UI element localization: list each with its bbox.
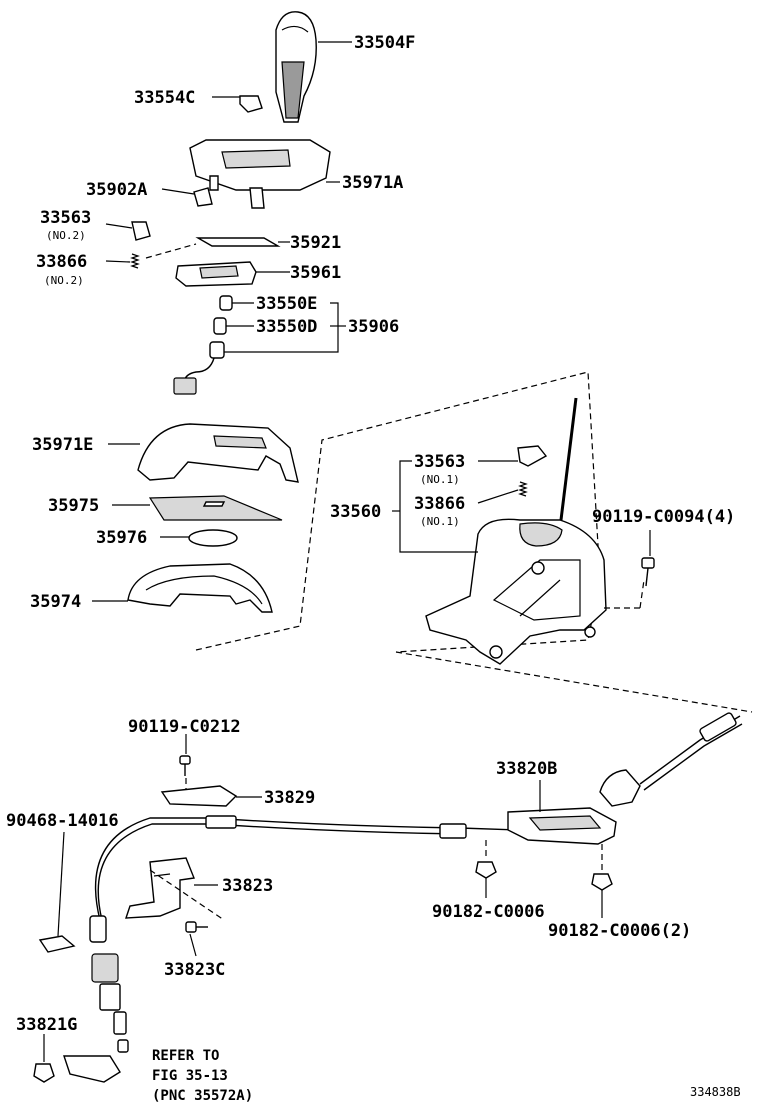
label-35975: 35975	[48, 496, 99, 516]
bolt-33823C-illustration	[185, 921, 208, 933]
label-35921: 35921	[290, 233, 341, 253]
label-35971A: 35971A	[342, 173, 403, 193]
label-33823: 33823	[222, 876, 273, 896]
label-33829: 33829	[264, 788, 315, 808]
cover-35974-illustration	[127, 563, 273, 613]
label-33560: 33560	[330, 502, 381, 522]
clamp-90468-14016-illustration	[38, 935, 76, 953]
bracket-33829-illustration	[160, 785, 238, 807]
refer-note-line1: REFER TO	[152, 1048, 219, 1064]
refer-note-line3: (PNC 35572A)	[152, 1088, 253, 1104]
label-33554C: 33554C	[134, 88, 195, 108]
spring-no1-illustration	[518, 481, 528, 497]
cover-35971E-illustration	[137, 423, 299, 483]
label-33550E: 33550E	[256, 294, 317, 314]
gasket-35975-illustration	[148, 495, 283, 521]
bolt-90119-C0212-illustration	[179, 755, 191, 776]
nut-90182-C0006-illustration	[475, 861, 497, 879]
label-90119-C0212: 90119-C0212	[128, 717, 241, 737]
indicator-bracket-illustration	[175, 261, 257, 287]
stopper-no1-illustration	[517, 445, 548, 467]
label-33823C: 33823C	[164, 960, 225, 980]
label-90182-C0006: 90182-C0006	[432, 902, 545, 922]
label-90468-14016: 90468-14016	[6, 811, 119, 831]
label-33866-no1: 33866	[414, 494, 465, 514]
nut-90182-C0006-2-illustration	[591, 873, 613, 891]
shift-lever-assembly-illustration	[425, 397, 607, 665]
upper-housing-illustration	[189, 139, 331, 209]
label-no1-spring: (NO.1)	[420, 515, 460, 528]
label-35974: 35974	[30, 592, 81, 612]
indicator-bulbs-illustration	[173, 295, 233, 395]
spring-no2-illustration	[130, 253, 140, 269]
illustration-id: 334838B	[690, 1085, 741, 1099]
label-33550D: 33550D	[256, 317, 317, 337]
knob-clip-illustration	[239, 95, 263, 113]
label-35902A: 35902A	[86, 180, 147, 200]
label-33866-no2: 33866	[36, 252, 87, 272]
label-90119-C0094: 90119-C0094(4)	[592, 507, 735, 527]
bolt-90119-C0094-illustration	[641, 557, 655, 587]
cable-retainer-illustration	[507, 712, 743, 845]
label-35961: 35961	[290, 263, 341, 283]
label-33504F: 33504F	[354, 33, 415, 53]
label-no2-stopper: (NO.2)	[46, 229, 86, 242]
label-no1-stopper: (NO.1)	[420, 473, 460, 486]
refer-note-line2: FIG 35-13	[152, 1068, 228, 1084]
label-90182-C0006-2: 90182-C0006(2)	[548, 921, 691, 941]
stopper-no2-illustration	[131, 221, 151, 241]
label-no2-spring: (NO.2)	[44, 274, 84, 287]
nut-33821G-illustration	[33, 1063, 55, 1083]
label-33563-no2: 33563	[40, 208, 91, 228]
label-35971E: 35971E	[32, 435, 93, 455]
shift-knob-illustration	[275, 11, 317, 123]
seal-35976-illustration	[188, 529, 238, 547]
bracket-33823-illustration	[125, 857, 195, 919]
clip-35902A-illustration	[193, 187, 213, 207]
label-33563-no1: 33563	[414, 452, 465, 472]
label-33820B: 33820B	[496, 759, 557, 779]
label-35976: 35976	[96, 528, 147, 548]
label-35906: 35906	[348, 317, 399, 337]
label-33821G: 33821G	[16, 1015, 77, 1035]
plate-35921-illustration	[195, 237, 281, 247]
cable-end-illustration	[63, 915, 129, 1083]
